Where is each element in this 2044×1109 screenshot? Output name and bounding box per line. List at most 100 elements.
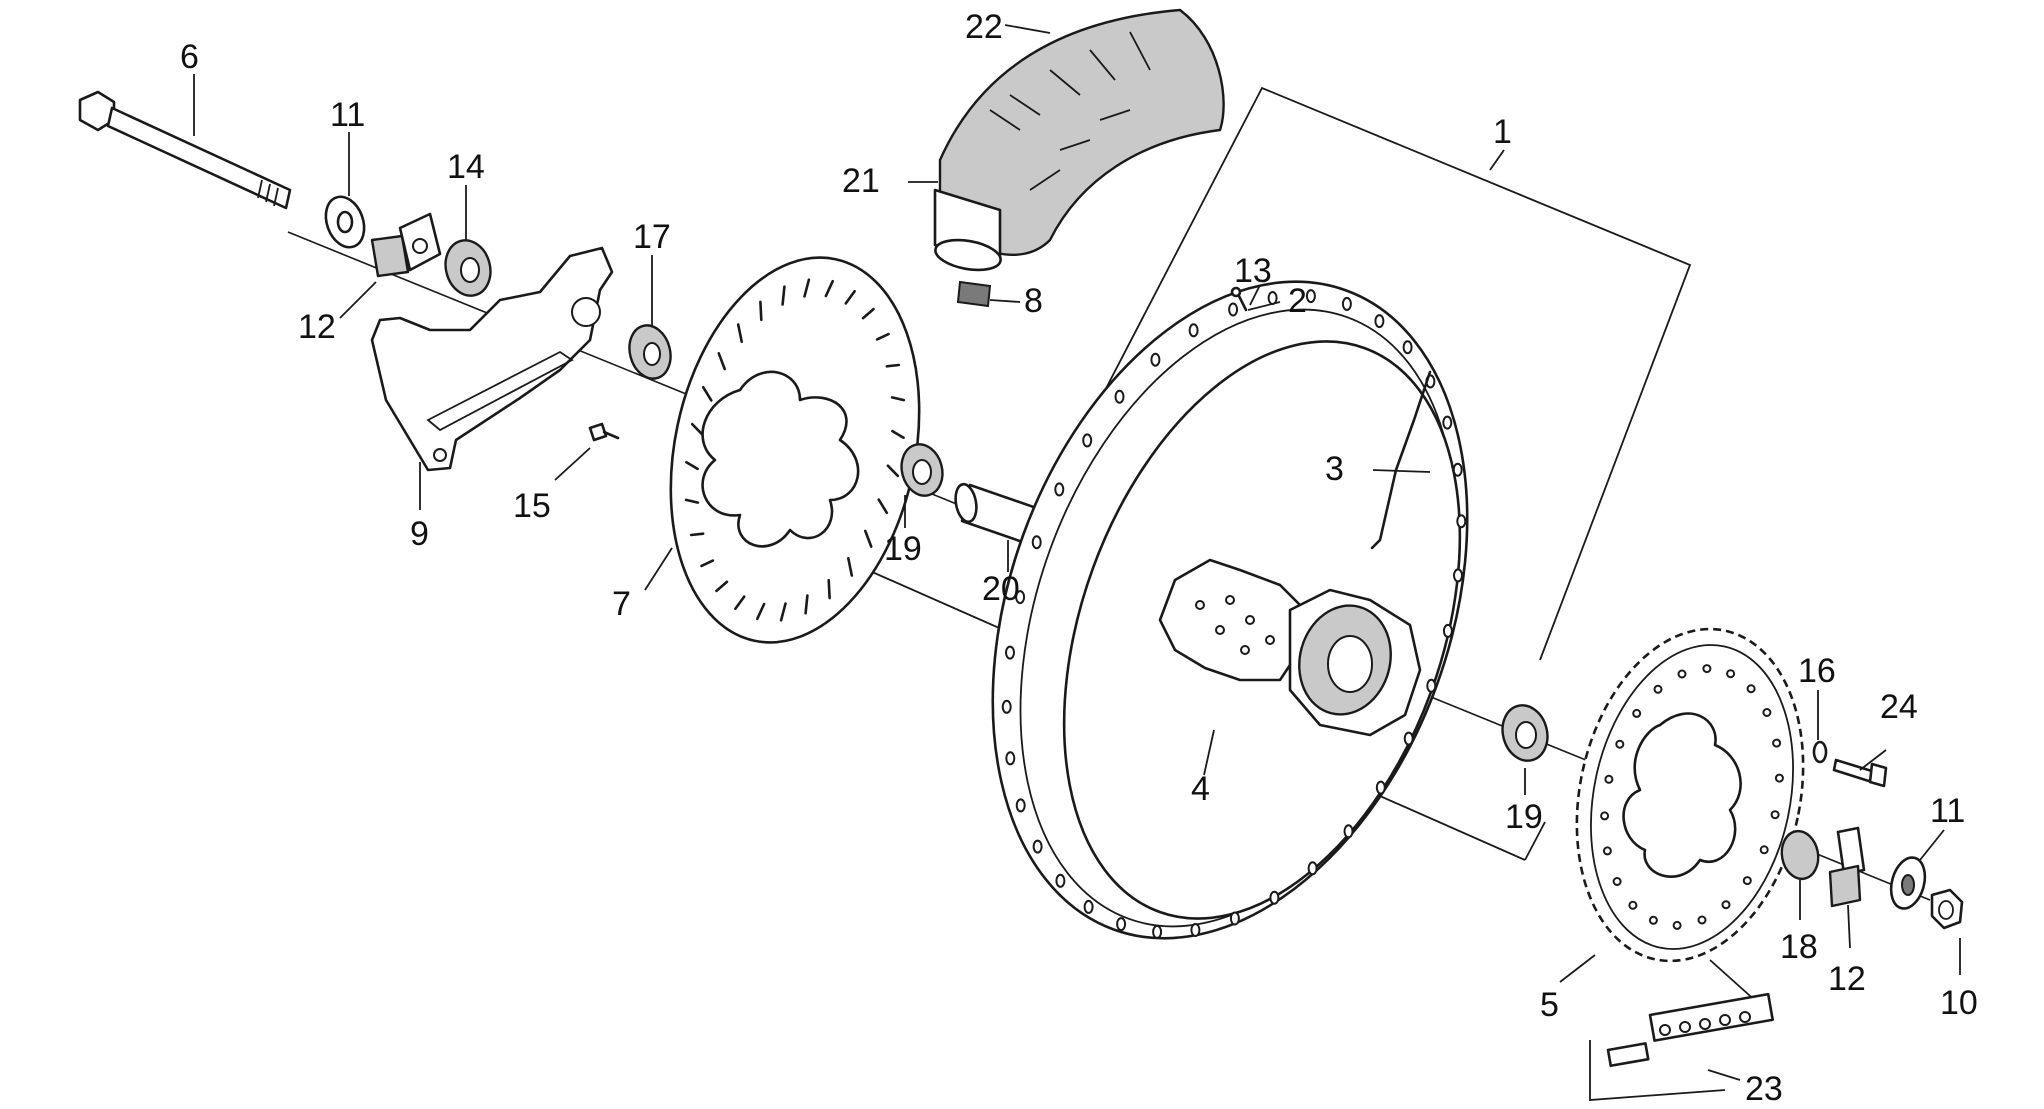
rim-hole [1403, 731, 1414, 746]
rim-hole [1082, 433, 1093, 448]
sprocket-hole [1602, 846, 1612, 856]
rim-hole [1083, 899, 1094, 914]
sprocket-hole [1770, 810, 1780, 820]
label-part-3: 3 [1325, 450, 1344, 488]
label-part-2: 2 [1288, 282, 1307, 320]
disc-slot [886, 464, 900, 478]
spacer-right [1780, 829, 1820, 881]
sprocket-hole [1632, 708, 1642, 718]
drive-chain [1589, 959, 1774, 1101]
inner-tube [933, 188, 1002, 272]
rim-hole [1015, 590, 1026, 605]
rim-hole [1269, 890, 1280, 905]
sprocket-bolt-holes [1600, 664, 1784, 930]
sprocket-hole [1759, 845, 1769, 855]
label-part-23: 23 [1745, 1070, 1783, 1108]
disc-slot [863, 529, 873, 548]
rim-hole [1005, 751, 1016, 766]
rim-hole [1116, 917, 1127, 932]
sprocket-hole [1612, 877, 1622, 886]
caliper-bracket [370, 246, 614, 472]
disc-slot [877, 498, 889, 515]
rim-hole [1402, 340, 1413, 355]
sprocket-hole [1628, 900, 1638, 910]
label-part-5: 5 [1540, 986, 1559, 1024]
label-part-15: 15 [513, 487, 551, 525]
sprocket-hole [1772, 738, 1782, 748]
disc-slot [846, 556, 854, 577]
chain-adjuster-left [370, 212, 442, 278]
sprocket-hole [1648, 915, 1658, 925]
label-part-11-right: 11 [1930, 792, 1965, 830]
tire-section [938, 8, 1225, 257]
disc-slot [717, 352, 727, 371]
rim-hole [1307, 861, 1318, 876]
sprocket-bolt [1832, 758, 1888, 788]
disc-slot [701, 385, 713, 402]
label-part-1: 1 [1493, 113, 1512, 151]
rim-hole [1426, 678, 1437, 693]
rim-hole [1267, 291, 1278, 305]
label-part-10: 10 [1940, 984, 1978, 1022]
rim-hole [1054, 482, 1065, 497]
rim-hole [1341, 296, 1352, 311]
disc-slot [759, 300, 763, 322]
disc-slot [779, 602, 787, 622]
label-part-4: 4 [1191, 770, 1210, 808]
rim-hole [1228, 302, 1239, 317]
disc-slot [689, 532, 705, 537]
rim-hole [1031, 535, 1042, 550]
disc-slot [804, 594, 809, 615]
label-part-21: 21 [842, 162, 880, 200]
screw [588, 422, 620, 442]
disc-slot [755, 602, 766, 621]
small-washer [1812, 740, 1828, 764]
label-part-17: 17 [633, 218, 671, 256]
rim-hole [1375, 780, 1386, 795]
disc-slot [715, 580, 729, 593]
sprocket-hole [1600, 811, 1610, 821]
tube-valve [956, 280, 992, 308]
label-part-22: 22 [965, 8, 1003, 46]
disc-slot [861, 307, 875, 320]
disc-slot [685, 460, 699, 471]
label-part-19-left: 19 [884, 530, 922, 568]
disc-slot [875, 332, 890, 341]
disc-slot [824, 279, 835, 298]
rim-hole [1442, 415, 1453, 430]
rim-hole [1015, 798, 1026, 813]
rim-hole [1114, 389, 1125, 404]
label-part-14: 14 [447, 148, 485, 186]
label-part-7: 7 [612, 585, 631, 623]
label-part-12-left: 12 [298, 308, 336, 346]
sprocket-hole [1653, 684, 1663, 694]
rim-hole [1001, 699, 1012, 714]
label-part-8: 8 [1024, 282, 1043, 320]
label-part-13: 13 [1234, 252, 1272, 290]
label-part-16: 16 [1798, 652, 1836, 690]
sprocket-hole [1742, 876, 1752, 886]
bearing-right [1501, 704, 1549, 762]
rim-hole [1188, 323, 1199, 338]
disc-slot [844, 289, 856, 305]
seal [628, 324, 672, 380]
chain-adjuster-right [1828, 826, 1866, 908]
axle-bolt [78, 90, 292, 210]
washer-right [1889, 856, 1927, 910]
sprocket-hole [1615, 739, 1625, 749]
axle-nut [1930, 888, 1964, 930]
part-number-labels: 6 11 14 12 17 9 15 7 19 20 22 21 8 13 2 … [180, 8, 1978, 1108]
sprocket-hole [1702, 664, 1712, 674]
label-part-19-right: 19 [1505, 798, 1543, 836]
disc-slot [734, 595, 746, 611]
rim-hole [1442, 623, 1453, 638]
sprocket-hole [1726, 669, 1736, 679]
label-part-24: 24 [1880, 688, 1918, 726]
disc-slot [827, 578, 831, 600]
bearing-left [900, 443, 944, 497]
rim-hole [1453, 568, 1463, 583]
spacer [444, 239, 492, 297]
disc-slot [803, 278, 811, 298]
sprocket [1575, 627, 1805, 963]
